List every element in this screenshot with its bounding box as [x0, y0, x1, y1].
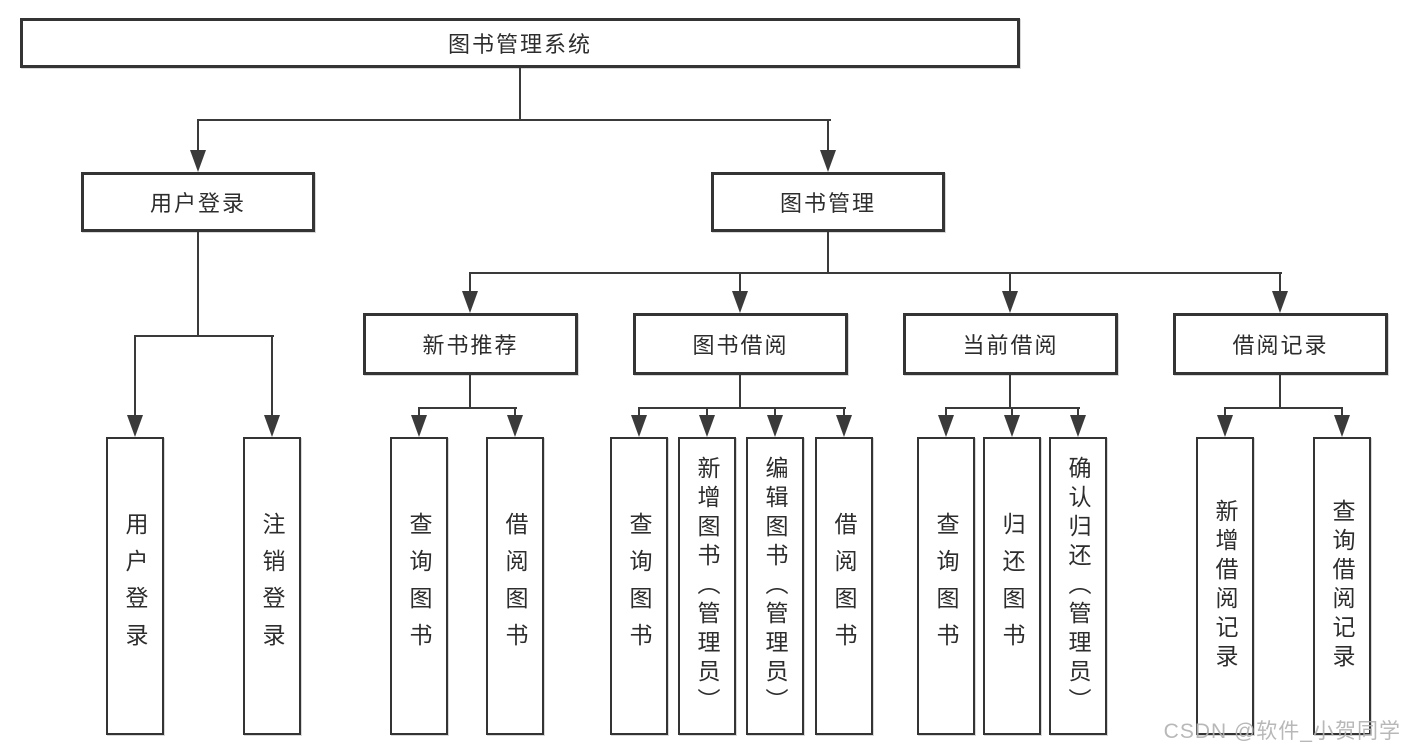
arrow-down-icon — [732, 291, 748, 313]
arrow-down-icon — [1217, 415, 1233, 437]
connector-drop-leaf-login — [134, 335, 136, 415]
leaf-query-books: 查询图书 — [917, 437, 975, 735]
connector-userlogin-stem — [197, 232, 199, 336]
arrow-down-icon — [507, 415, 523, 437]
leaf-add-books-admin: 新增图书（管理员） — [678, 437, 736, 735]
connector-drop — [843, 407, 845, 417]
arrow-down-icon — [1334, 415, 1350, 437]
leaf-confirm-return-admin: 确认归还（管理员） — [1049, 437, 1107, 735]
leaf-query-borrow-record: 查询借阅记录 — [1313, 437, 1371, 735]
arrow-down-icon — [631, 415, 647, 437]
leaf-logout: 注销登录 — [243, 437, 301, 735]
connector-borrowrecords-stem — [1279, 375, 1281, 409]
csdn-watermark: CSDN @软件_小贺同学 — [1163, 720, 1401, 743]
arrow-down-icon — [767, 415, 783, 437]
connector-root-stem — [519, 68, 521, 120]
node-borrow-records: 借阅记录 — [1173, 313, 1388, 375]
arrow-down-icon — [264, 415, 280, 437]
leaf-borrow-books: 借阅图书 — [486, 437, 544, 735]
node-current-borrow: 当前借阅 — [903, 313, 1118, 375]
leaf-return-books: 归还图书 — [983, 437, 1041, 735]
leaf-label: 确认归还（管理员） — [1065, 455, 1091, 717]
node-book-management: 图书管理 — [711, 172, 945, 232]
connector-newbook-bar — [418, 407, 517, 409]
node-library-management-system: 图书管理系统 — [20, 18, 1020, 68]
leaf-label: 查询借阅记录 — [1329, 499, 1355, 673]
node-label: 借阅记录 — [1232, 333, 1329, 358]
connector-drop-user-login — [197, 119, 199, 152]
connector-drop — [514, 407, 516, 417]
connector-currentborrow-stem — [1009, 375, 1011, 409]
connector-drop — [1077, 407, 1079, 417]
leaf-label: 查询图书 — [933, 512, 959, 660]
node-label: 新书推荐 — [422, 333, 519, 358]
node-new-book-recommend: 新书推荐 — [363, 313, 578, 375]
connector-drop — [638, 407, 640, 417]
connector-bookborrow-bar — [638, 407, 846, 409]
connector-root-bar — [197, 119, 831, 121]
connector-drop — [418, 407, 420, 417]
leaf-label: 归还图书 — [999, 512, 1025, 660]
connector-bookmgmt-stem — [827, 232, 829, 274]
connector-bookborrow-stem — [739, 375, 741, 409]
arrow-down-icon — [1002, 291, 1018, 313]
arrow-down-icon — [411, 415, 427, 437]
connector-drop-new-book — [469, 272, 471, 292]
connector-drop-borrow-records — [1279, 272, 1281, 292]
arrow-down-icon — [699, 415, 715, 437]
arrow-down-icon — [462, 291, 478, 313]
leaf-label: 查询图书 — [626, 512, 652, 660]
leaf-label: 借阅图书 — [502, 512, 528, 660]
node-label: 图书借阅 — [692, 333, 789, 358]
connector-userlogin-bar — [134, 335, 274, 337]
arrow-down-icon — [127, 415, 143, 437]
connector-drop-book-management — [827, 119, 829, 152]
connector-drop-current-borrow — [1009, 272, 1011, 292]
leaf-user-login: 用户登录 — [106, 437, 164, 735]
connector-bookmgmt-bar — [469, 272, 1282, 274]
leaf-edit-books-admin: 编辑图书（管理员） — [746, 437, 804, 735]
connector-drop — [1224, 407, 1226, 417]
connector-drop — [1011, 407, 1013, 417]
connector-drop — [1341, 407, 1343, 417]
leaf-label: 查询图书 — [406, 512, 432, 660]
arrow-down-icon — [836, 415, 852, 437]
leaf-label: 注销登录 — [259, 512, 285, 660]
connector-borrowrecords-bar — [1224, 407, 1343, 409]
arrow-down-icon — [1272, 291, 1288, 313]
leaf-label: 新增图书（管理员） — [694, 455, 720, 717]
connector-drop-leaf-logout — [271, 335, 273, 415]
leaf-query-books: 查询图书 — [610, 437, 668, 735]
leaf-label: 用户登录 — [122, 512, 148, 660]
leaf-borrow-books: 借阅图书 — [815, 437, 873, 735]
leaf-label: 编辑图书（管理员） — [762, 455, 788, 717]
node-label: 图书管理 — [779, 191, 876, 216]
node-label: 当前借阅 — [962, 333, 1059, 358]
connector-drop — [945, 407, 947, 417]
connector-drop — [774, 407, 776, 417]
node-label: 用户登录 — [149, 191, 246, 216]
leaf-label: 新增借阅记录 — [1212, 499, 1238, 673]
connector-drop — [706, 407, 708, 417]
node-label: 图书管理系统 — [447, 32, 592, 57]
leaf-add-borrow-record: 新增借阅记录 — [1196, 437, 1254, 735]
arrow-down-icon — [1004, 415, 1020, 437]
leaf-label: 借阅图书 — [831, 512, 857, 660]
leaf-query-books: 查询图书 — [390, 437, 448, 735]
arrow-down-icon — [938, 415, 954, 437]
node-book-borrow: 图书借阅 — [633, 313, 848, 375]
connector-drop-book-borrow — [739, 272, 741, 292]
connector-newbook-stem — [469, 375, 471, 409]
arrow-down-icon — [1070, 415, 1086, 437]
arrow-down-icon — [820, 150, 836, 172]
node-user-login: 用户登录 — [81, 172, 315, 232]
arrow-down-icon — [190, 150, 206, 172]
